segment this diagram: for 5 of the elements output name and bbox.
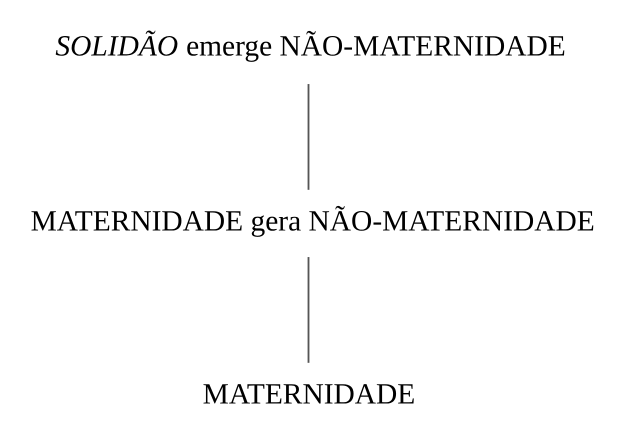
connector xyxy=(308,84,310,190)
node-text: MATERNIDADE gera NÃO-MATERNIDADE xyxy=(30,204,595,237)
connector xyxy=(308,256,310,362)
node-text: SOLIDÃO emerge NÃO-MATERNIDADE xyxy=(55,30,566,62)
node-text: MATERNIDADE xyxy=(202,378,416,410)
